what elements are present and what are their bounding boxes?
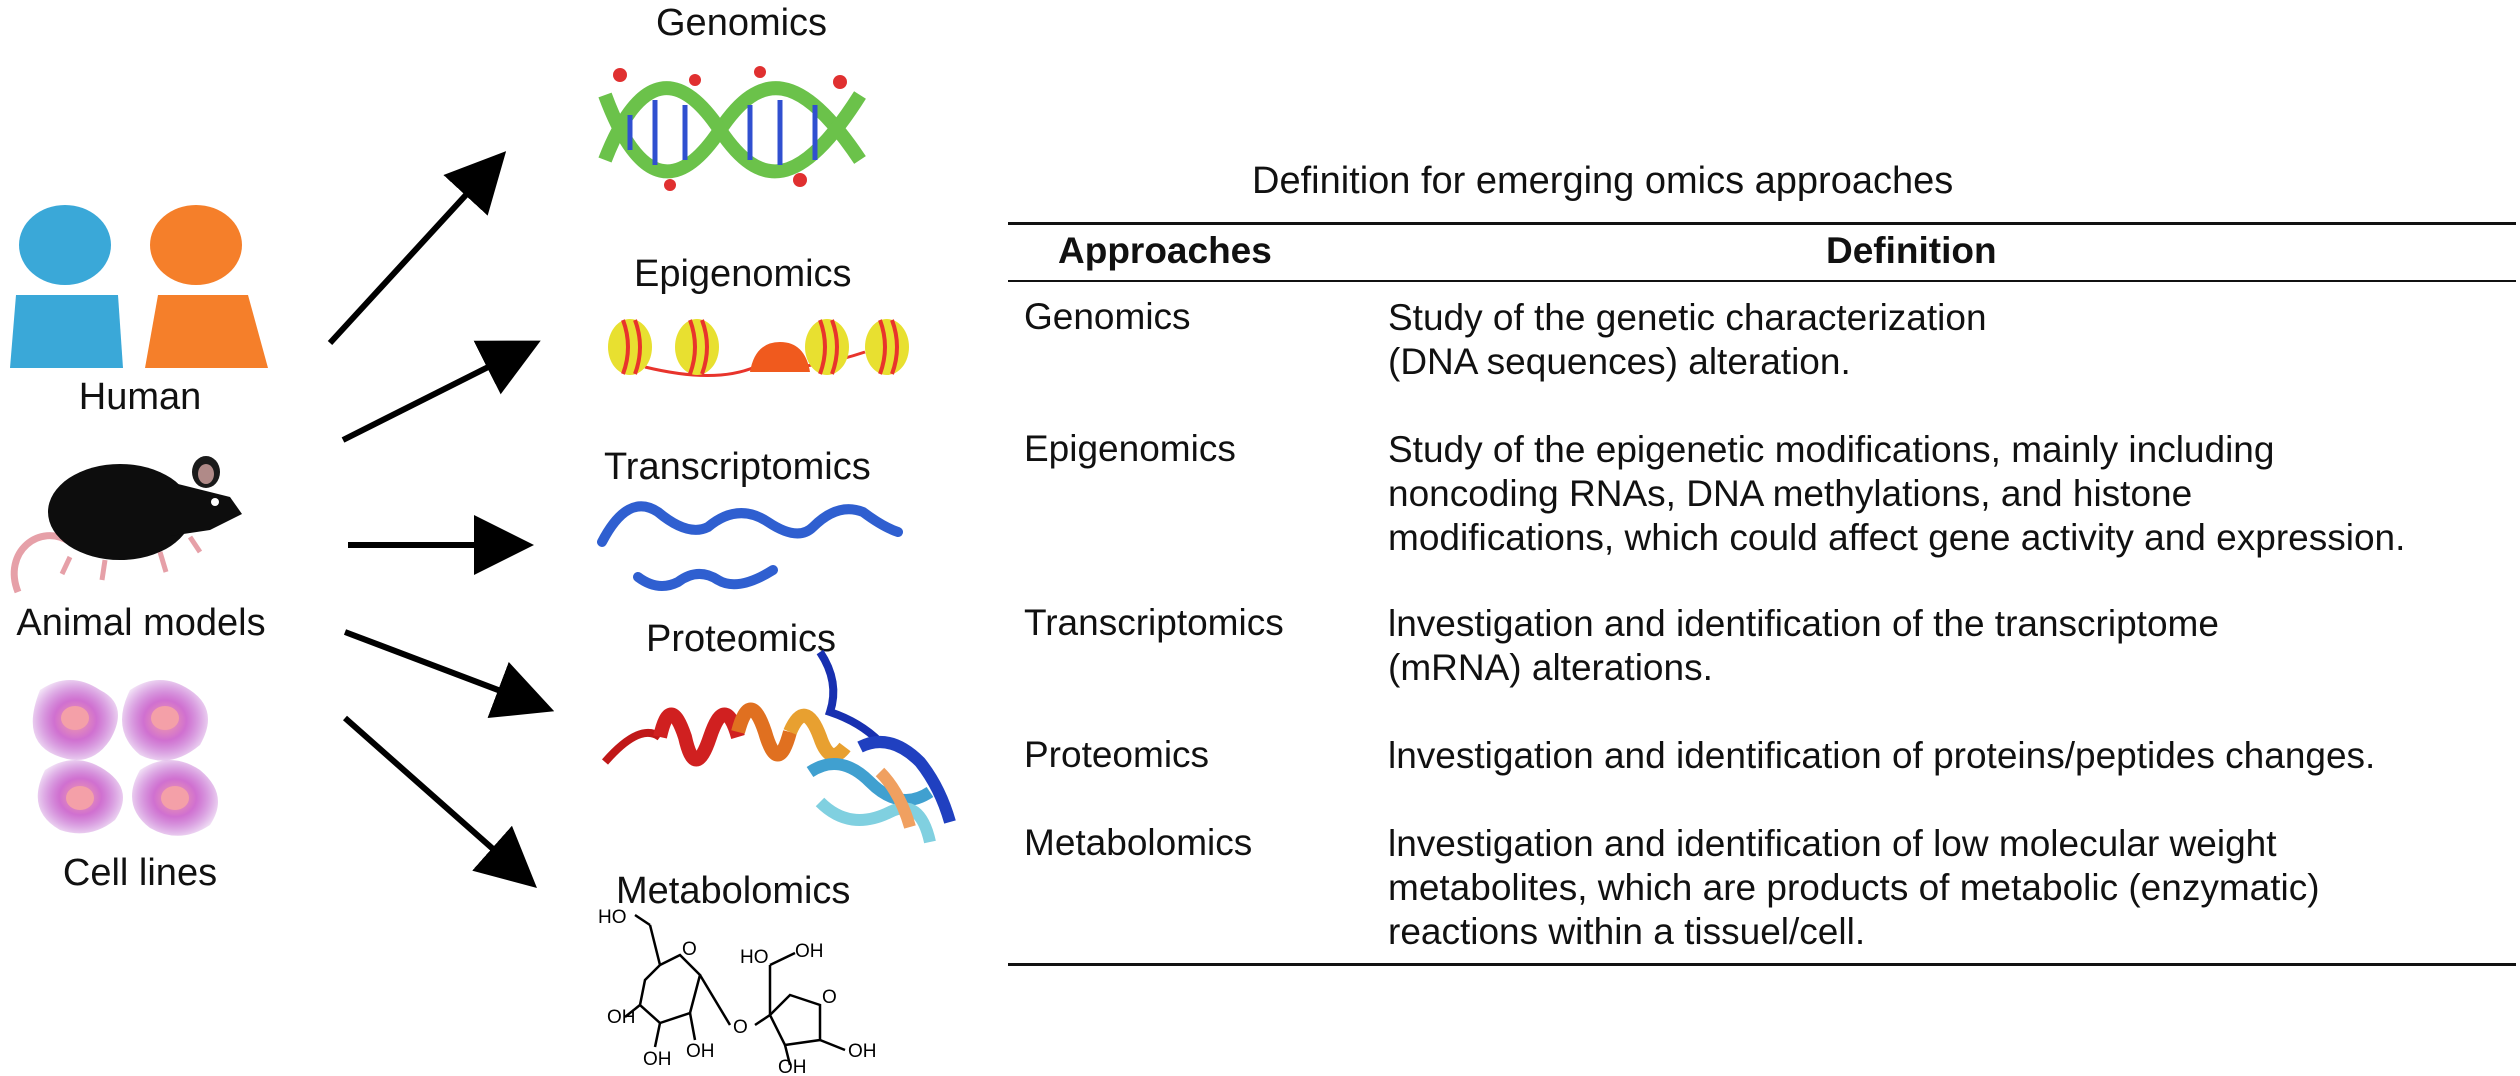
mouse-icon — [10, 456, 242, 594]
omics-label-genomics: Genomics — [656, 2, 828, 44]
row-def-metabolomics: lnvestigation and identification of low … — [1388, 823, 2320, 952]
sucrose-structure-icon: HO O OH OH OH O HO OH O OH OH — [598, 907, 877, 1076]
row-def-proteomics: lnvestigation and identification of prot… — [1388, 735, 2376, 776]
table-header-rule — [1008, 280, 2516, 282]
protein-structure-icon — [601, 649, 956, 844]
source-label-human: Human — [78, 376, 202, 418]
molecule-oh-6: OH — [848, 1041, 877, 1062]
molecule-ho-2: HO — [740, 947, 769, 968]
arrow-to-genomics — [327, 151, 507, 346]
table-top-rule — [1008, 222, 2516, 225]
cell-lines-icon — [32, 680, 218, 836]
nucleosome-icon — [608, 319, 909, 377]
omics-label-metabolomics: Metabolomics — [616, 870, 851, 912]
row-def-epigenomics: Study of the epigenetic modifications, m… — [1388, 429, 2406, 558]
molecule-o-ring-2: O — [822, 987, 837, 1008]
row-term-epigenomics: Epigenomics — [1024, 428, 1236, 469]
molecule-oh-1: OH — [607, 1007, 636, 1028]
human-icon — [10, 205, 268, 368]
row-term-transcriptomics: Transcriptomics — [1024, 602, 1284, 643]
omics-label-epigenomics: Epigenomics — [634, 253, 852, 295]
arrow-to-epigenomics — [341, 340, 541, 443]
arrows-group — [327, 151, 555, 888]
molecule-o-link: O — [733, 1017, 748, 1038]
molecule-oh-4: OH — [795, 941, 824, 962]
row-def-genomics: Study of the genetic characterization (D… — [1388, 297, 1987, 382]
molecule-oh-2: OH — [643, 1049, 672, 1070]
omics-label-transcriptomics: Transcriptomics — [604, 446, 871, 488]
rna-strands-icon — [597, 501, 903, 591]
molecule-oh-5: OH — [778, 1057, 807, 1076]
row-term-proteomics: Proteomics — [1024, 734, 1210, 775]
arrow-to-metabolomics — [343, 715, 537, 888]
table-caption: Definition for emerging omics approaches — [1252, 160, 1954, 202]
row-def-transcriptomics: lnvestigation and identification of the … — [1388, 603, 2219, 688]
source-label-animal-models: Animal models — [16, 602, 266, 644]
header-approaches: Approaches — [1058, 230, 1272, 271]
row-term-genomics: Genomics — [1024, 296, 1191, 337]
molecule-ho-top: HO — [598, 907, 627, 928]
molecule-oh-3: OH — [686, 1041, 715, 1062]
source-label-cell-lines: Cell lines — [62, 852, 218, 894]
dna-helix-icon — [598, 66, 866, 191]
arrow-to-proteomics — [343, 629, 555, 719]
omics-label-proteomics: Proteomics — [646, 618, 837, 660]
molecule-o-ring-1: O — [682, 939, 697, 960]
row-term-metabolomics: Metabolomics — [1024, 822, 1253, 863]
table-bottom-rule — [1008, 963, 2516, 966]
header-definition: Definition — [1826, 230, 1997, 271]
